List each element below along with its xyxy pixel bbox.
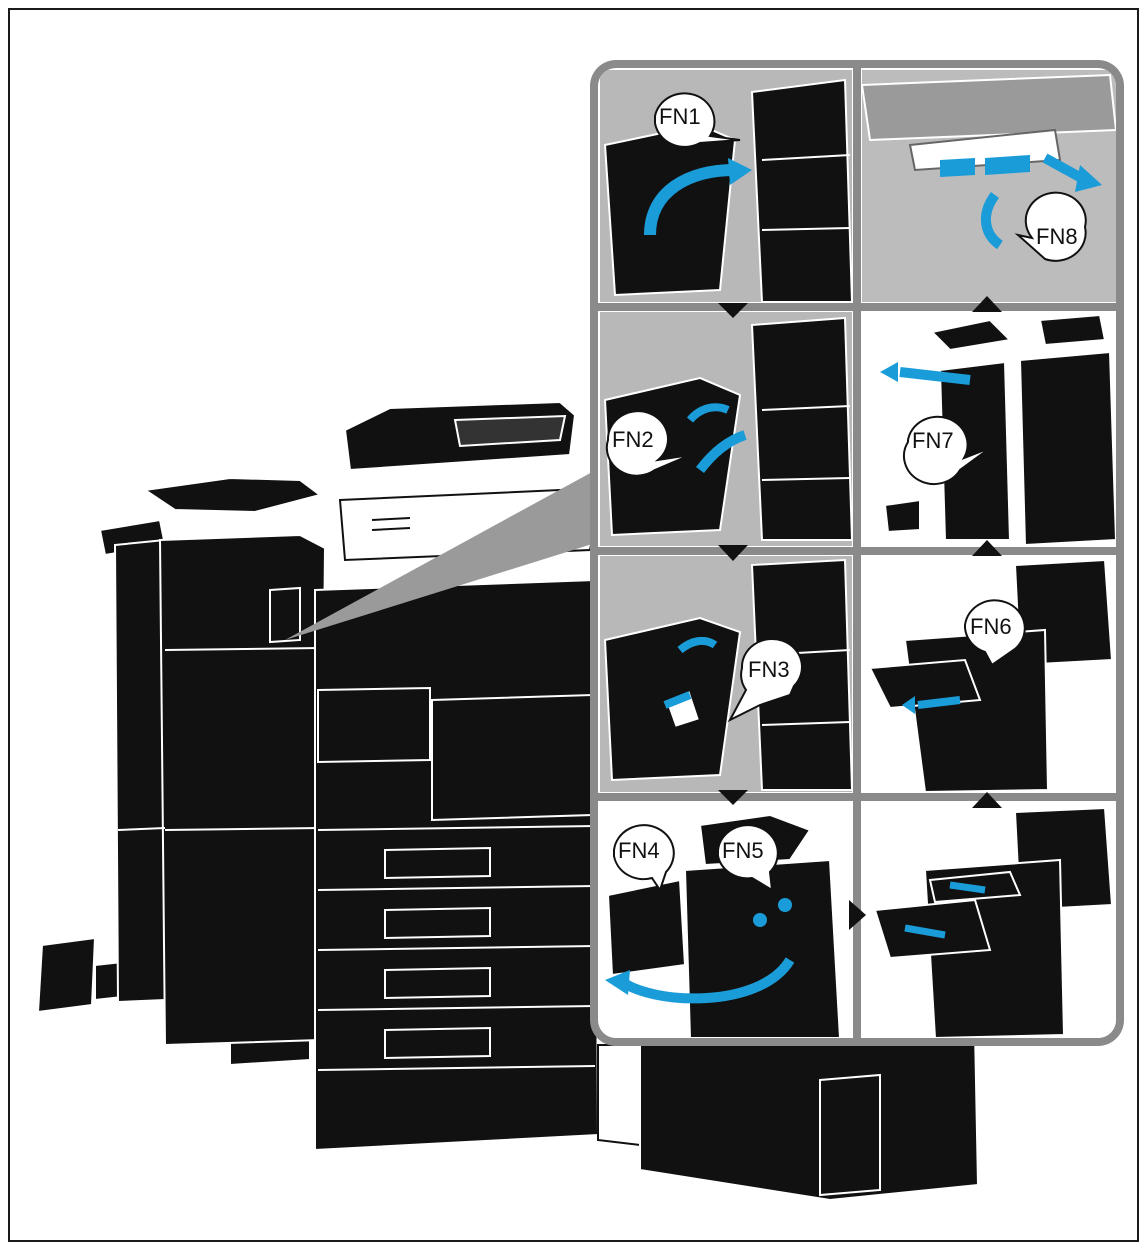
callout-fn5-label: FN5 [722,838,764,863]
callout-fn6-label: FN6 [970,614,1012,639]
callout-fn4-label: FN4 [618,838,660,863]
callout-fn8-label: FN8 [1036,224,1078,249]
callout-fn3-label: FN3 [748,657,790,682]
callout-fn2-label: FN2 [612,427,654,452]
callout-fn1-label: FN1 [659,104,701,129]
callout-fn7-label: FN7 [912,428,954,453]
